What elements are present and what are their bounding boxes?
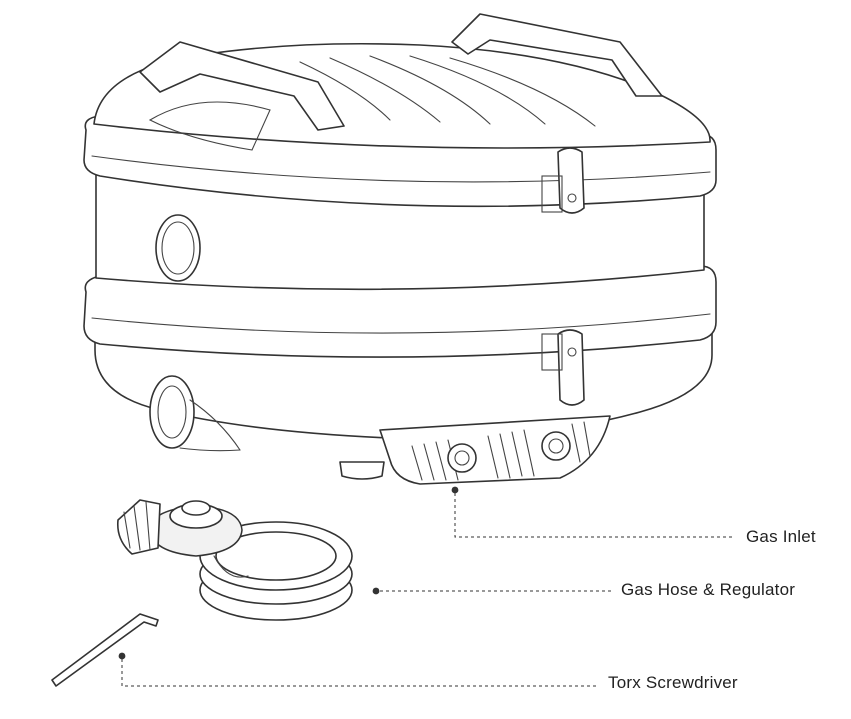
- gas-inlet-dot: [452, 487, 459, 494]
- torx-dot: [119, 653, 126, 660]
- heater-unit: [84, 14, 716, 484]
- torx-leader: [122, 659, 598, 686]
- gas-hose-regulator: [118, 500, 352, 620]
- gas-hose-regulator-label: Gas Hose & Regulator: [621, 580, 795, 600]
- gas-inlet-label: Gas Inlet: [746, 527, 816, 547]
- torx-screwdriver-label: Torx Screwdriver: [608, 673, 738, 693]
- torx-screwdriver: [52, 614, 158, 686]
- hose-dot: [373, 588, 380, 595]
- gas-inlet-leader: [455, 493, 735, 537]
